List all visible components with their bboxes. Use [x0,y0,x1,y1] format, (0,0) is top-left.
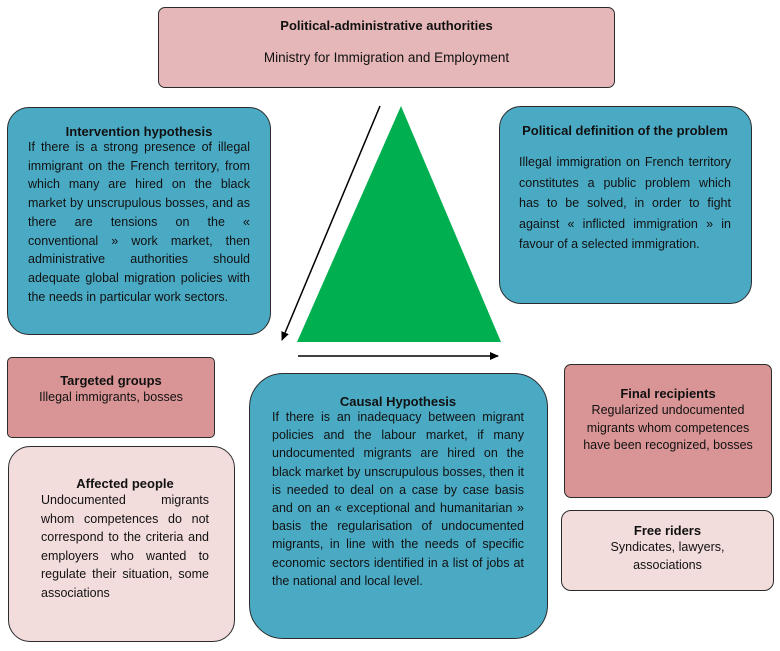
causal-hypothesis-title: Causal Hypothesis [339,394,457,409]
final-recipients-box: Final recipients Regularized undocumente… [564,364,772,498]
free-riders-title: Free riders [633,523,702,538]
final-recipients-text: Regularized undocumented migrants whom c… [583,403,753,452]
diagonal-arrow [281,105,381,341]
targeted-groups-title: Targeted groups [60,373,162,388]
affected-people-title: Affected people [76,476,174,491]
affected-people-box: Affected people Undocumented migrants wh… [8,446,235,642]
authorities-subtitle: Ministry for Immigration and Employment [263,50,510,65]
intervention-title: Intervention hypothesis [65,124,213,139]
final-recipients-title: Final recipients [620,386,716,401]
free-riders-text: Syndicates, lawyers, associations [610,540,725,572]
authorities-box: Political-administrative authorities Min… [158,7,615,88]
intervention-text: If there is a strong presence of illegal… [28,140,250,304]
targeted-groups-box: Targeted groups Illegal immigrants, boss… [7,357,215,438]
causal-hypothesis-box: Causal Hypothesis If there is an inadequ… [249,373,548,639]
intervention-hypothesis-box: Intervention hypothesis If there is a st… [7,107,271,335]
authorities-title: Political-administrative authorities [280,18,493,33]
free-riders-box: Free riders Syndicates, lawyers, associa… [561,510,774,591]
targeted-groups-text: Illegal immigrants, bosses [39,390,183,404]
political-definition-text: Illegal immigration on French territory … [519,155,731,251]
political-definition-box: Political definition of the problem Ille… [499,106,752,304]
affected-people-text: Undocumented migrants whom competences d… [41,493,209,600]
political-definition-title: Political definition of the problem [522,123,728,138]
green-triangle [297,106,501,342]
causal-hypothesis-text: If there is an inadequacy between migran… [272,410,524,588]
